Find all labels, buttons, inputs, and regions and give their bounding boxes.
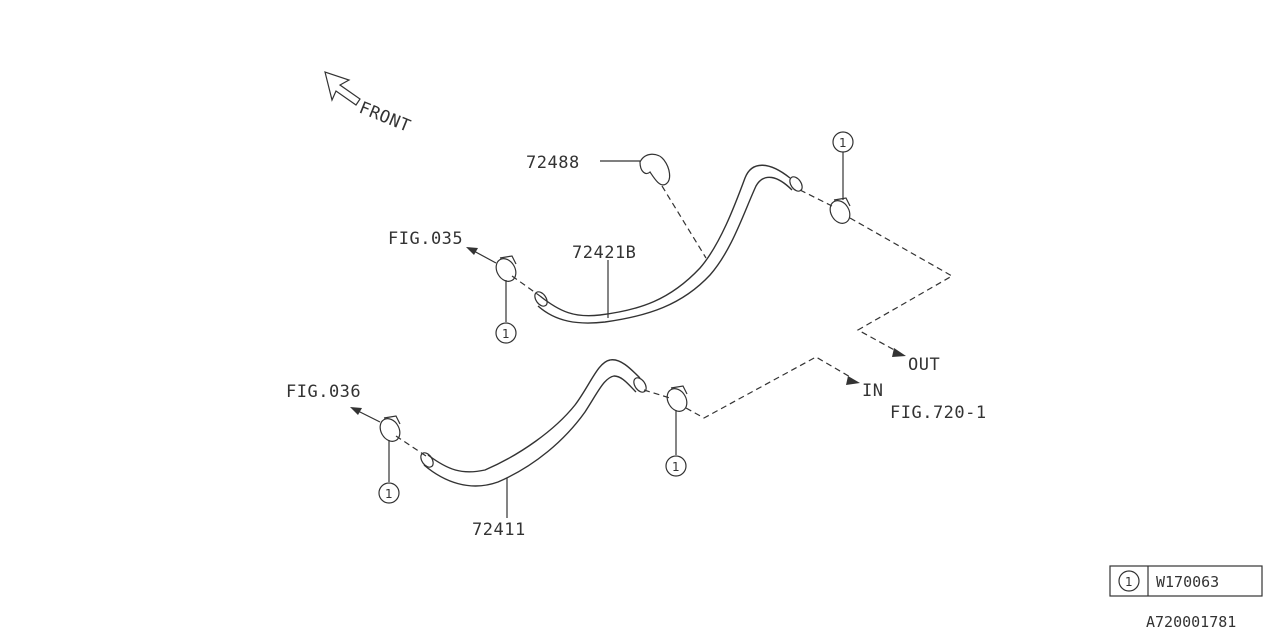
clamp-upper-left[interactable] [492,255,520,285]
part-label-72421b[interactable]: 72421B [572,243,636,263]
callout-number: 1 [385,487,393,501]
upper-left-dash [511,275,541,297]
hose-72411-outline [423,375,637,487]
callout-circle-upper-left [495,322,517,344]
front-indicator: FRONT [324,71,413,137]
legend-symbol: 1 [1125,575,1133,589]
out-label: OUT [908,355,940,375]
lower-right-dash-a [643,389,671,399]
callout-number: 1 [672,460,680,474]
in-arrow-icon [846,376,860,385]
hose-72421b[interactable] [539,164,791,317]
callout-circle-upper-right [832,131,854,153]
clip-72488-icon[interactable] [639,153,671,186]
fig036-arrow-line [355,409,381,423]
out-arrow-icon [892,348,906,357]
fig035-arrow-line [471,249,497,264]
hose-72411-end-left [420,452,434,468]
in-label: IN [862,381,883,401]
lower-left-dash [395,435,427,457]
front-label: FRONT [356,98,413,137]
legend-callout-circle [1118,570,1140,592]
front-arrow-icon [324,71,361,106]
upper-hose-assembly: 72421B 72488 1 FIG.035 1 OUT [388,131,954,375]
part-label-72411[interactable]: 72411 [472,520,526,540]
lower-hose-assembly: 72411 1 FIG.036 1 IN FIG.720-1 [286,356,987,540]
clamp-lower-right[interactable] [663,385,691,415]
callout-number: 1 [502,327,510,341]
legend-box: 1 W170063 [1109,565,1263,597]
in-route-dash [685,356,853,419]
clamp-lower-left[interactable] [376,415,404,445]
fig-036-reference[interactable]: FIG.036 [286,382,361,402]
hose-72411-end-right [633,377,647,393]
clamp-upper-right[interactable] [826,197,854,227]
callout-circle-lower-right [665,455,687,477]
fig035-arrow-icon [466,247,478,255]
fig-035-reference[interactable]: FIG.035 [388,229,463,249]
clip-72488-dash [661,185,707,259]
part-label-72488[interactable]: 72488 [526,153,580,173]
diagram-id: A720001781 [1146,613,1236,631]
out-route-dash [849,217,954,353]
callout-number: 1 [839,136,847,150]
hose-72421b-outline [537,176,793,324]
hose-72411[interactable] [427,359,641,473]
callout-circle-lower-left [378,482,400,504]
upper-right-dash-a [799,189,833,207]
fig-720-1-reference[interactable]: FIG.720-1 [890,403,987,423]
legend-part-number[interactable]: W170063 [1156,573,1219,591]
fig036-arrow-icon [350,407,362,415]
hose-72421b-end-left [534,291,548,307]
